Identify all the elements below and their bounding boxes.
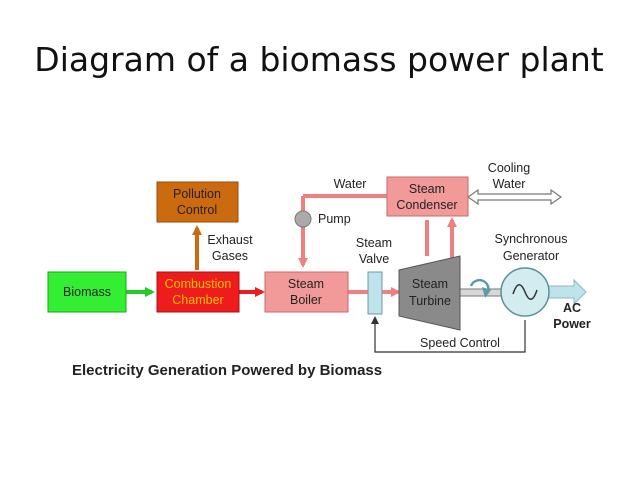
steam-turbine-body bbox=[398, 255, 461, 331]
steam-boiler-box bbox=[264, 271, 349, 313]
pump-label: Pump bbox=[318, 212, 351, 226]
steam-valve-label-2: Valve bbox=[359, 252, 389, 266]
cooling-water-label-2: Water bbox=[493, 177, 526, 191]
steam-condenser-label-2: Condenser bbox=[396, 198, 457, 212]
biomass-box bbox=[47, 271, 127, 313]
biomass-box-label: Biomass bbox=[63, 285, 111, 299]
steam-boiler-label-1: Steam bbox=[288, 277, 324, 291]
cooling-water-double-arrow bbox=[466, 188, 563, 206]
steam-valve bbox=[367, 271, 383, 315]
pollution-control-box bbox=[156, 181, 239, 223]
combustion-chamber-label-1: Combustion bbox=[165, 277, 232, 291]
steam-turbine-label-2: Turbine bbox=[409, 294, 451, 308]
exhaust-gases-label-2: Gases bbox=[212, 249, 248, 263]
rotation-arrowhead-icon bbox=[482, 287, 491, 298]
page-title: Diagram of a biomass power plant bbox=[34, 40, 604, 79]
ac-power-arrow bbox=[547, 278, 587, 306]
exhaust-gases-label-1: Exhaust bbox=[207, 233, 253, 247]
steam-valve-label-1: Steam bbox=[356, 236, 392, 250]
speed-control-line bbox=[371, 316, 526, 353]
pump-icon bbox=[294, 210, 312, 228]
turbine-shaft bbox=[459, 288, 505, 297]
combustion-chamber-box bbox=[156, 271, 240, 313]
steam-condenser-box bbox=[386, 176, 469, 217]
ac-power-label-2: Power bbox=[553, 317, 591, 331]
ac-power-label-1: AC bbox=[563, 301, 581, 315]
pollution-control-label-2: Control bbox=[177, 203, 217, 217]
combustion-chamber-label-2: Chamber bbox=[172, 293, 223, 307]
water-label: Water bbox=[334, 177, 367, 191]
cooling-water-label-1: Cooling bbox=[488, 161, 530, 175]
steam-boiler-label-2: Boiler bbox=[290, 293, 322, 307]
pollution-control-label-1: Pollution bbox=[173, 187, 221, 201]
sine-wave-icon bbox=[512, 284, 538, 300]
synchronous-generator-label-1: Synchronous bbox=[495, 232, 568, 246]
speed-control-label: Speed Control bbox=[420, 336, 500, 350]
synchronous-generator-label-2: Generator bbox=[503, 249, 559, 263]
steam-turbine-label-1: Steam bbox=[412, 277, 448, 291]
steam-condenser-label-1: Steam bbox=[409, 182, 445, 196]
diagram-caption: Electricity Generation Powered by Biomas… bbox=[72, 362, 383, 379]
